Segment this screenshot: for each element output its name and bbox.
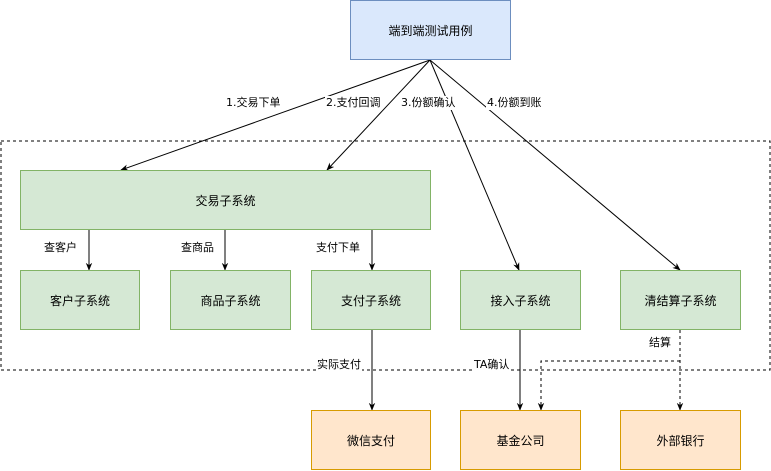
edge-label-payment-callback: 2.支付回调: [325, 96, 382, 110]
customer-subsystem-node: 客户子系统: [20, 270, 140, 330]
root-test-case-node: 端到端测试用例: [350, 0, 511, 60]
edge-trade-order: [120, 59, 431, 171]
edge-label-settlement: 结算: [648, 336, 672, 350]
edge-label-share-arrival: 4.份额到账: [486, 96, 543, 110]
edge-label-payment-order: 支付下单: [315, 241, 361, 255]
fund-company-node: 基金公司: [460, 410, 581, 470]
system-boundary: [0, 140, 771, 371]
edge-label-ta-confirm: TA确认: [473, 358, 511, 372]
trade-subsystem-node: 交易子系统: [20, 170, 431, 230]
external-bank-node: 外部银行: [620, 410, 741, 470]
edge-label-query-product: 查商品: [180, 241, 215, 255]
edge-settlement-to-fund: [537, 360, 680, 411]
payment-subsystem-node: 支付子系统: [311, 270, 431, 330]
edge-label-query-customer: 查客户: [43, 241, 78, 255]
product-subsystem-node: 商品子系统: [170, 270, 291, 330]
edge-share-arrival: [429, 59, 681, 271]
edge-label-actual-payment: 实际支付: [316, 358, 362, 372]
edge-label-trade-order: 1.交易下单: [225, 96, 282, 110]
wechat-pay-node: 微信支付: [311, 410, 431, 470]
edge-share-confirm: [429, 59, 520, 271]
clearing-subsystem-node: 清结算子系统: [620, 270, 741, 330]
edge-payment-callback: [326, 59, 431, 171]
access-subsystem-node: 接入子系统: [460, 270, 581, 330]
edge-label-share-confirm: 3.份额确认: [400, 96, 457, 110]
